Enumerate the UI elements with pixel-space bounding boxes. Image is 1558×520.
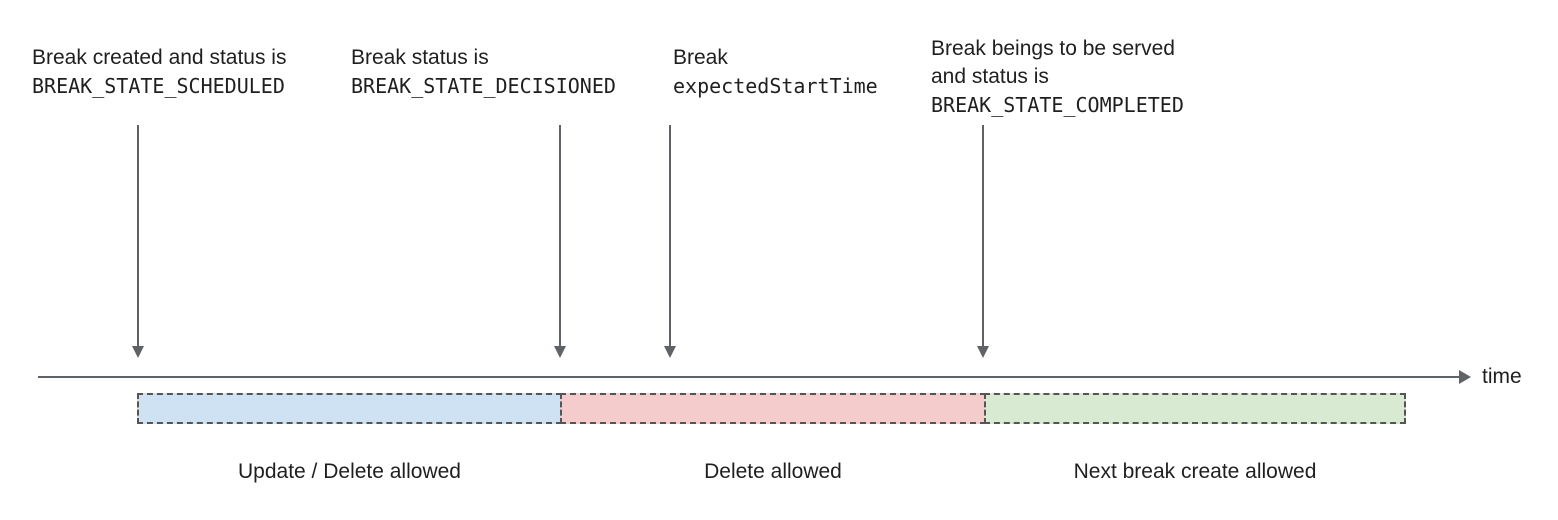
time-axis-line <box>38 376 1462 378</box>
segment-update-delete-allowed <box>137 393 562 424</box>
down-arrow-icon <box>553 125 567 359</box>
arrow-head <box>132 346 144 358</box>
down-arrow-icon <box>976 125 990 359</box>
segment-label: Next break create allowed <box>1073 460 1317 483</box>
annotation-break-decisioned: Break status is BREAK_STATE_DECISIONED <box>351 44 616 100</box>
arrow-shaft <box>137 125 139 347</box>
arrow-head <box>554 346 566 358</box>
arrow-shaft <box>559 125 561 347</box>
arrow-head <box>664 346 676 358</box>
arrow-shaft <box>669 125 671 347</box>
annotation-expected-start-time: Break expectedStartTime <box>673 44 878 100</box>
segment-next-break-create-allowed <box>984 393 1406 424</box>
annotation-code-line: BREAK_STATE_DECISIONED <box>351 74 616 98</box>
segment-label: Update / Delete allowed <box>238 460 461 483</box>
time-axis-label: time <box>1482 365 1522 388</box>
segment-delete-allowed <box>560 393 986 424</box>
annotation-text-line: Break <box>673 46 728 69</box>
annotation-text-line: Break beings to be served <box>931 37 1175 60</box>
annotation-text-line: Break status is <box>351 46 489 69</box>
annotation-code-line: BREAK_STATE_SCHEDULED <box>32 74 285 98</box>
annotation-break-scheduled: Break created and status is BREAK_STATE_… <box>32 44 286 100</box>
down-arrow-icon <box>663 125 677 359</box>
segment-label: Delete allowed <box>704 460 842 483</box>
annotation-text-line: Break created and status is <box>32 46 287 69</box>
down-arrow-icon <box>131 125 145 359</box>
annotation-code-line: expectedStartTime <box>673 74 878 98</box>
right-arrow-icon <box>1459 370 1471 384</box>
arrow-shaft <box>982 125 984 347</box>
annotation-code-line: BREAK_STATE_COMPLETED <box>931 93 1184 117</box>
annotation-text-line: and status is <box>931 65 1049 88</box>
annotation-break-completed: Break beings to be served and status is … <box>931 35 1184 119</box>
arrow-head <box>977 346 989 358</box>
